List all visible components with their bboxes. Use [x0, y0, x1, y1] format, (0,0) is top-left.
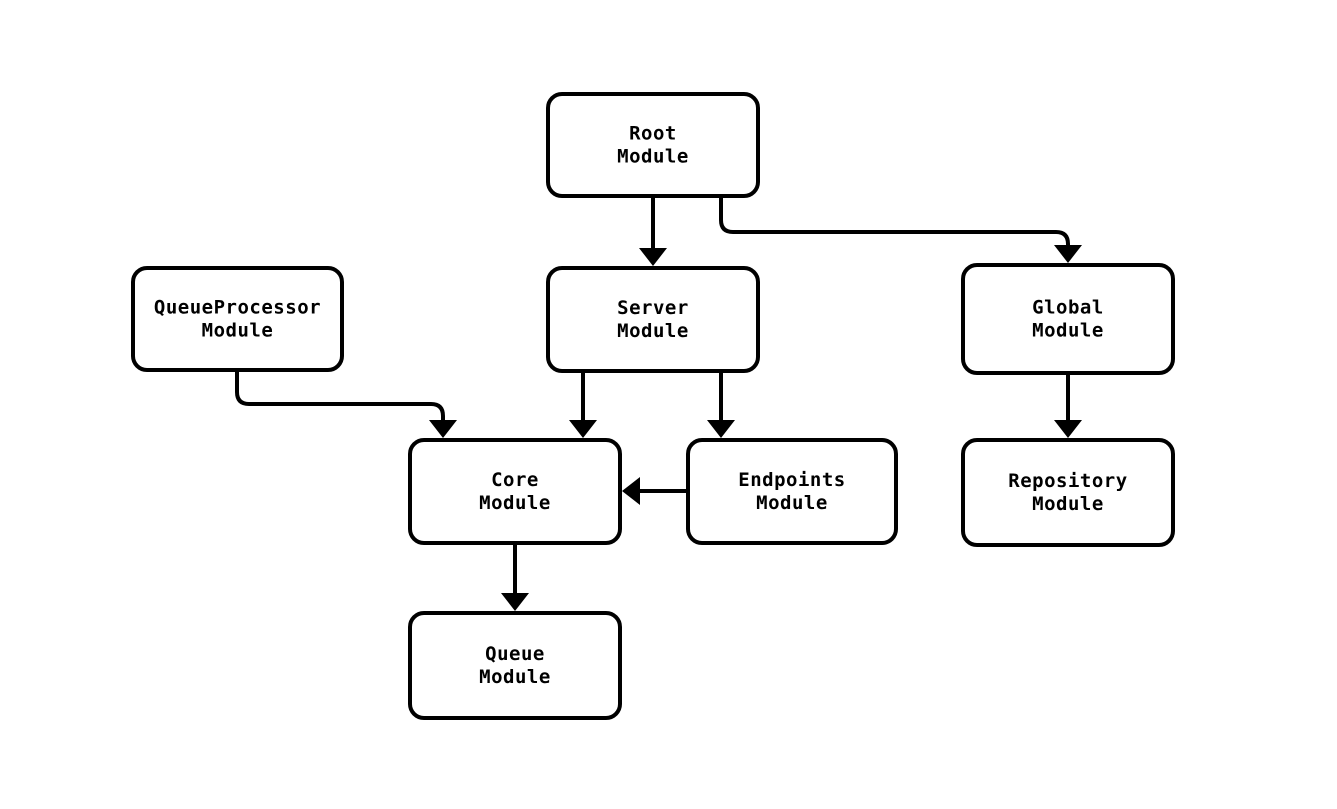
node-label-line2: Module — [202, 320, 274, 342]
edge-line — [719, 196, 1070, 249]
edge-server-endpoints — [707, 371, 735, 438]
edge-root-global — [719, 196, 1082, 263]
node-label-line1: QueueProcessor — [154, 297, 321, 319]
node-label-line1: Core — [491, 469, 539, 491]
node-shape — [961, 438, 1175, 547]
node-label-line1: Root — [629, 123, 677, 145]
node-label-line2: Module — [1032, 320, 1104, 342]
edge-server-core — [569, 371, 597, 438]
arrowhead-icon — [707, 420, 735, 438]
edge-root-server — [639, 196, 667, 266]
node-shape — [131, 266, 344, 372]
edge-line — [235, 370, 445, 424]
node-shape — [686, 438, 898, 545]
edge-global-repository — [1054, 373, 1082, 438]
node-layer: RootModuleQueueProcessorModuleServerModu… — [131, 92, 1175, 720]
node-shape — [408, 438, 622, 545]
node-label-line2: Module — [617, 320, 689, 342]
arrowhead-icon — [1054, 245, 1082, 263]
node-label-line1: Queue — [485, 643, 545, 665]
node-shape — [408, 611, 622, 720]
node-label-line2: Module — [756, 492, 828, 514]
node-shape — [546, 92, 760, 198]
edge-endpoints-core — [622, 477, 688, 505]
node-label-line2: Module — [479, 666, 551, 688]
arrowhead-icon — [429, 420, 457, 438]
edge-core-queue — [501, 543, 529, 611]
arrowhead-icon — [622, 477, 640, 505]
node-shape — [961, 263, 1175, 375]
node-label-line1: Repository — [1008, 470, 1127, 492]
node-shape — [546, 266, 760, 373]
edge-layer — [235, 196, 1082, 611]
node-label-line1: Global — [1032, 297, 1104, 319]
arrowhead-icon — [639, 248, 667, 266]
node-label-line2: Module — [1032, 493, 1104, 515]
arrowhead-icon — [501, 593, 529, 611]
node-label-line1: Endpoints — [738, 469, 845, 491]
node-label-line2: Module — [479, 492, 551, 514]
edge-queueprocessor-core — [235, 370, 457, 438]
node-label-line2: Module — [617, 146, 689, 168]
node-label-line1: Server — [617, 297, 689, 319]
arrowhead-icon — [569, 420, 597, 438]
arrowhead-icon — [1054, 420, 1082, 438]
